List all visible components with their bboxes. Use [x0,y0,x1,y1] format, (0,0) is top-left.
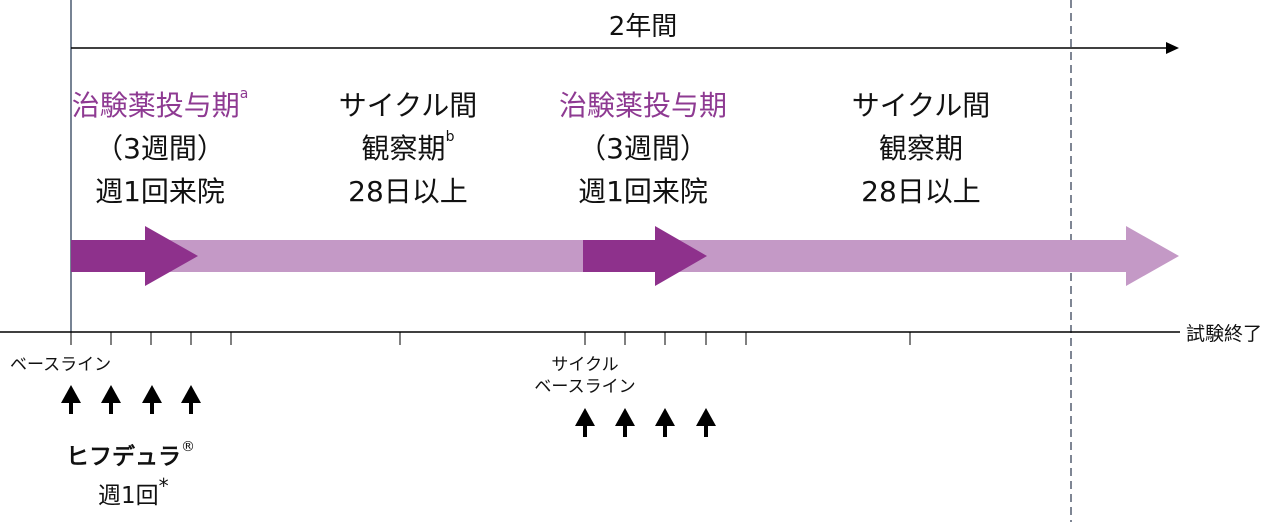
phase-title: 治験薬投与期 [558,89,727,122]
phase-duration: 28日以上 [861,175,981,208]
phase-observation-2: サイクル間 観察期 28日以上 [791,84,1051,213]
dose-text: 週1回 [98,483,159,509]
phase-title: サイクル間 [851,89,991,122]
phase-duration: 28日以上 [348,175,468,208]
up-arrow-icon [696,408,716,437]
up-arrow-icon [655,408,675,437]
drug-label: ヒフデュラ® [66,437,195,471]
registered-mark: ® [181,439,195,455]
duration-label: 2年間 [608,12,678,42]
up-arrow-icon [615,408,635,437]
phase-visits: 週1回来院 [95,175,225,208]
cycle-label-line2: ベースライン [534,377,636,397]
up-arrow-icon [142,385,162,414]
treatment-arrow-1 [71,226,198,286]
drug-name: ヒフデュラ [66,444,181,470]
cycle-baseline-label: サイクル ベースライン [525,354,645,398]
phase-duration: （3週間） [95,132,225,165]
baseline-label: ベースライン [10,355,112,375]
phase-subtitle: 観察期 [361,132,446,165]
duration-arrow-head [1166,42,1179,54]
up-arrow-icon [101,385,121,414]
footnote-b: b [445,129,455,145]
up-arrow-icon [61,385,81,414]
cycle-label-line1: サイクル [551,355,619,375]
phase-title: 治験薬投与期 [71,89,240,122]
up-arrow-icon [181,385,201,414]
end-label: 試験終了 [1186,323,1263,345]
phase-visits: 週1回来院 [578,175,708,208]
phase-treatment-1: 治験薬投与期a （3週間） 週1回来院 [30,84,290,213]
dose-arrows-2 [575,408,716,437]
dose-frequency: 週1回* [98,476,169,510]
axis-ticks [70,332,911,345]
asterisk: * [158,474,169,498]
phase-title: サイクル間 [338,89,478,122]
footnote-a: a [239,86,249,102]
phase-duration: （3週間） [578,132,708,165]
dose-arrows-1 [61,385,201,414]
treatment-arrow-2 [583,226,707,286]
phase-subtitle: 観察期 [878,132,963,165]
phase-observation-1: サイクル間 観察期b 28日以上 [278,84,538,213]
up-arrow-icon [575,408,595,437]
phase-treatment-2: 治験薬投与期 （3週間） 週1回来院 [513,84,773,213]
